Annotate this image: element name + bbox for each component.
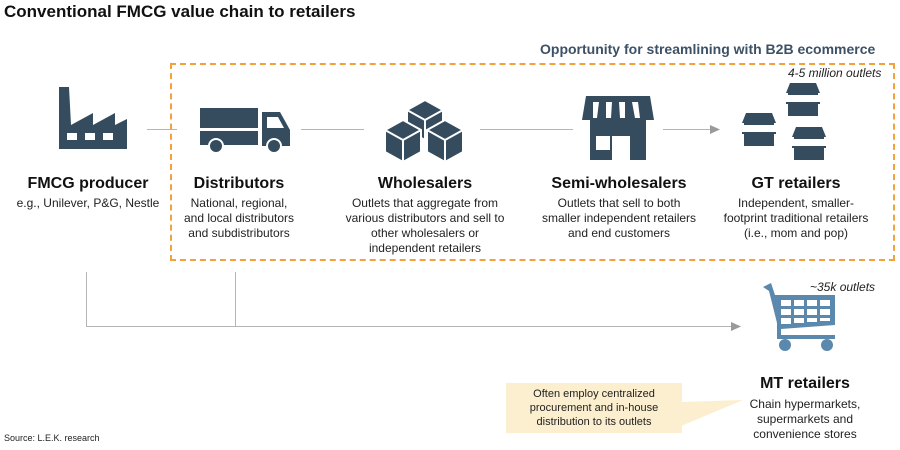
b2b-opportunity-box [170, 63, 895, 261]
desc-line: and end customers [567, 226, 671, 240]
desc-line: various distributors and sell to [345, 211, 505, 225]
storefront-icon [582, 96, 654, 160]
desc-line: Independent, smaller- [737, 196, 855, 210]
page-title: Conventional FMCG value chain to retaile… [4, 2, 356, 21]
stage-name-gt-retailers: GT retailers [751, 175, 841, 192]
connector-line [663, 129, 713, 130]
mt-outlets-count: ~35k outlets [810, 280, 876, 294]
opportunity-label: Opportunity for streamlining with B2B ec… [540, 41, 876, 57]
arrow-head-icon [710, 125, 720, 134]
desc-line: supermarkets and [756, 412, 854, 426]
stage-name-distributors: Distributors [193, 175, 285, 192]
desc-line: independent retailers [368, 241, 482, 255]
connector-line [480, 129, 573, 130]
desc-line: Outlets that sell to both [557, 196, 681, 210]
stage-name-mt-retailers: MT retailers [760, 375, 850, 392]
desc-line: smaller independent retailers [541, 211, 697, 225]
stage-desc-gt-retailers: Independent, smaller- footprint traditio… [708, 196, 884, 241]
connector-line [86, 326, 736, 327]
connector-line [86, 272, 87, 326]
desc-line: convenience stores [753, 427, 857, 441]
desc-line: e.g., Unilever, P&G, Nestle [16, 196, 160, 210]
stage-name-fmcg-producer: FMCG producer [27, 175, 149, 192]
stage-desc-fmcg-producer: e.g., Unilever, P&G, Nestle [0, 196, 176, 211]
boxes-icon [384, 98, 464, 162]
source-note: Source: L.E.K. research [4, 433, 100, 443]
stage-desc-mt-retailers: Chain hypermarkets, supermarkets and con… [722, 397, 888, 442]
stage-desc-semi-wholesalers: Outlets that sell to both smaller indepe… [524, 196, 714, 241]
shopping-cart-icon [763, 283, 835, 351]
stage-desc-distributors: National, regional, and local distributo… [170, 196, 308, 241]
market-stalls-icon [742, 83, 826, 160]
connector-line [301, 129, 364, 130]
arrow-head-icon [731, 322, 741, 331]
truck-icon [200, 108, 290, 154]
desc-line: Chain hypermarkets, [749, 397, 861, 411]
connector-line [235, 272, 236, 326]
callout-tail [681, 400, 743, 426]
stage-name-wholesalers: Wholesalers [377, 175, 473, 192]
desc-line: (i.e., mom and pop) [743, 226, 849, 240]
stage-name-semi-wholesalers: Semi-wholesalers [551, 175, 687, 192]
gt-outlets-count: 4-5 million outlets [788, 66, 882, 80]
callout-note: Often employ centralized procurement and… [506, 383, 682, 433]
connector-line [147, 129, 177, 130]
desc-line: National, regional, [190, 196, 288, 210]
stage-desc-wholesalers: Outlets that aggregate from various dist… [326, 196, 524, 256]
desc-line: and local distributors [183, 211, 295, 225]
desc-line: footprint traditional retailers [723, 211, 869, 225]
desc-line: and subdistributors [188, 226, 290, 240]
desc-line: Outlets that aggregate from [351, 196, 499, 210]
desc-line: other wholesalers or [370, 226, 480, 240]
factory-icon [59, 87, 127, 149]
